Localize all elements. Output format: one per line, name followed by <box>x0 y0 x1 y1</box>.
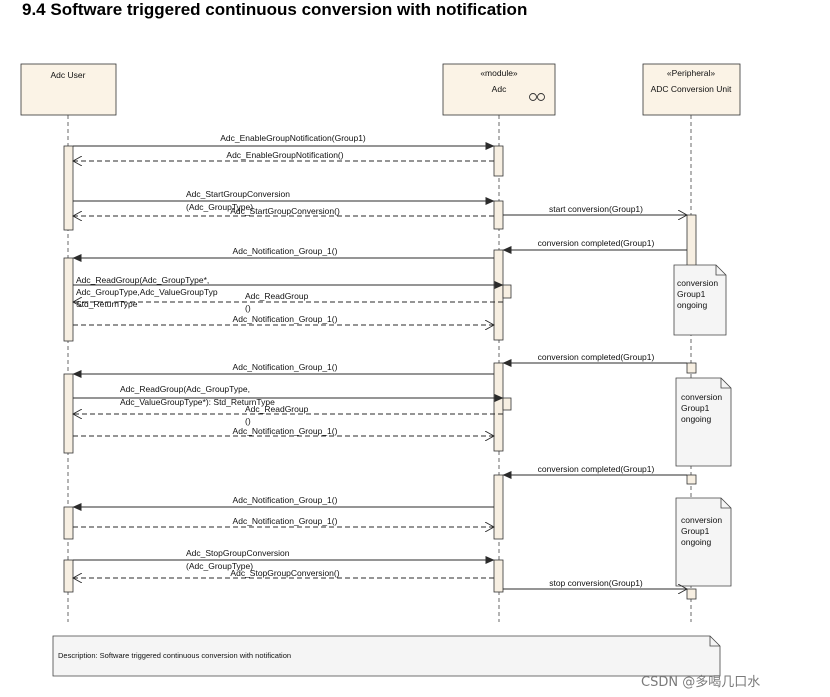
message-label: Adc_Notification_Group_1() <box>233 246 338 256</box>
message-label: (Adc_GroupType) <box>186 202 253 212</box>
lifeline-name-adc: Adc <box>492 84 507 94</box>
note-line: conversion <box>677 278 718 288</box>
message-label: Adc_StartGroupConversion <box>186 189 290 199</box>
activation-bar <box>493 474 504 540</box>
page-title: 9.4 Software triggered continuous conver… <box>22 0 528 19</box>
activation-bar <box>63 145 74 231</box>
note-line: ongoing <box>681 537 712 547</box>
activation-bar <box>502 284 512 299</box>
message-label: conversion completed(Group1) <box>538 464 655 474</box>
message-label: Adc_Notification_Group_1() <box>233 426 338 436</box>
message-label: Adc_Notification_Group_1() <box>233 362 338 372</box>
activation-bar <box>686 588 697 600</box>
activation-bar <box>493 249 504 341</box>
description-text: Description: Software triggered continuo… <box>58 651 291 660</box>
activation-bar <box>686 474 697 485</box>
message-label: Adc_ReadGroup(Adc_GroupType, <box>120 384 250 394</box>
note-line: Group1 <box>681 526 710 536</box>
message-label: Adc_Notification_Group_1() <box>233 516 338 526</box>
message-label: Adc_Notification_Group_1() <box>233 314 338 324</box>
note-line: Group1 <box>681 403 710 413</box>
message-label: Adc_ReadGroup <box>245 291 309 301</box>
message-label: Std_ReturnType <box>76 299 138 309</box>
activation-bar <box>493 200 504 230</box>
message-label: Adc_StopGroupConversion <box>186 548 290 558</box>
activation-bar <box>63 257 74 342</box>
message-label: Adc_Notification_Group_1() <box>233 495 338 505</box>
note-line: ongoing <box>677 300 708 310</box>
activation-bar <box>686 214 697 268</box>
activation-bar <box>502 397 512 411</box>
activation-bar <box>493 362 504 452</box>
note-line: Group1 <box>677 289 706 299</box>
message-label: Adc_StartGroupConversion() <box>230 206 340 216</box>
message-label: Adc_EnableGroupNotification() <box>226 150 343 160</box>
message-label: () <box>245 416 251 426</box>
note-line: conversion <box>681 515 722 525</box>
watermark: CSDN @多喝几口水 <box>641 675 761 690</box>
message-label: (Adc_GroupType) <box>186 561 253 571</box>
message-label: Adc_StopGroupConversion() <box>230 568 339 578</box>
message-label: Adc_ReadGroup(Adc_GroupType*, <box>76 275 209 285</box>
message-label: start conversion(Group1) <box>549 204 643 214</box>
activation-bar <box>63 559 74 593</box>
message-label: Adc_ValueGroupType*): Std_ReturnType <box>120 397 275 407</box>
activation-bar <box>63 506 74 540</box>
activation-bar <box>686 362 697 374</box>
note-line: conversion <box>681 392 722 402</box>
note-conversion-ongoing-3: conversion Group1 ongoing <box>675 497 732 587</box>
message-label: Adc_EnableGroupNotification(Group1) <box>220 133 366 143</box>
lifeline-stereotype-adc: «module» <box>480 68 518 78</box>
lifeline-header-adc: «module» Adc <box>442 63 556 116</box>
lifeline-header-adc-conversion-unit: «Peripheral» ADC Conversion Unit <box>642 63 741 116</box>
message-label: Adc_GroupType,Adc_ValueGroupTyp <box>76 287 218 297</box>
note-line: ongoing <box>681 414 712 424</box>
lifeline-header-adc-user: Adc User <box>20 63 117 116</box>
message-label: conversion completed(Group1) <box>538 238 655 248</box>
activation-bar <box>493 559 504 593</box>
message-label: () <box>245 303 251 313</box>
message-label: stop conversion(Group1) <box>549 578 643 588</box>
description-note: Description: Software triggered continuo… <box>52 635 721 677</box>
lifeline-name-adc-user: Adc User <box>51 70 86 80</box>
lifeline-name-unit: ADC Conversion Unit <box>651 84 732 94</box>
activation-bar <box>63 373 74 454</box>
message-label: conversion completed(Group1) <box>538 352 655 362</box>
message-label: Adc_ReadGroup <box>245 404 309 414</box>
activation-bar <box>493 145 504 177</box>
note-conversion-ongoing-2: conversion Group1 ongoing <box>675 377 732 467</box>
note-conversion-ongoing-1: conversion Group1 ongoing <box>673 264 727 336</box>
component-icon <box>529 93 545 101</box>
lifeline-stereotype-unit: «Peripheral» <box>667 68 715 78</box>
